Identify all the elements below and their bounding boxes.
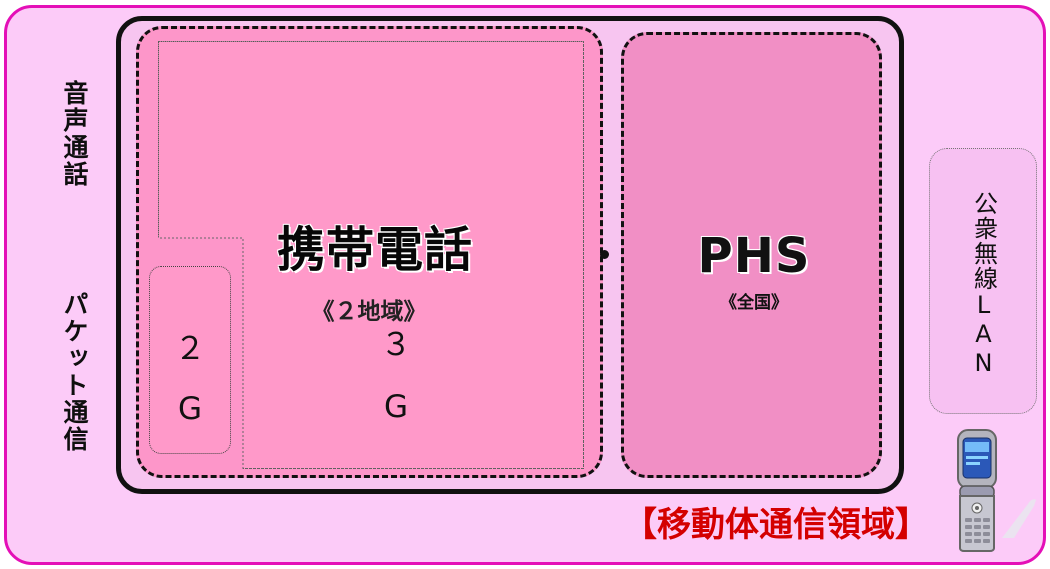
gen-3g-letter: G: [383, 389, 409, 425]
gen-2g-number: ２: [174, 331, 206, 367]
packet-communication-label: パケット通信: [60, 291, 89, 453]
public-wlan-label: 公衆無線LAN: [969, 190, 998, 378]
two-regions-label: 《２地域》: [311, 299, 427, 325]
mobile-phone-title: 携帯電話: [276, 222, 473, 278]
phone-2g-area: [149, 266, 231, 454]
separator-dot: [600, 250, 609, 259]
voice-call-label: 音声通話: [60, 80, 89, 188]
phs-area: [621, 32, 882, 478]
flip-phone-icon: [957, 429, 1036, 552]
gen-3g-number: ３: [380, 327, 412, 363]
gen-2g-letter: G: [177, 391, 203, 427]
nationwide-label: 《全国》: [720, 293, 788, 313]
phs-title: PHS: [697, 228, 811, 284]
public-wlan-area: [929, 148, 1037, 414]
mobile-communication-area-caption: 【移動体通信領域】: [623, 505, 929, 545]
